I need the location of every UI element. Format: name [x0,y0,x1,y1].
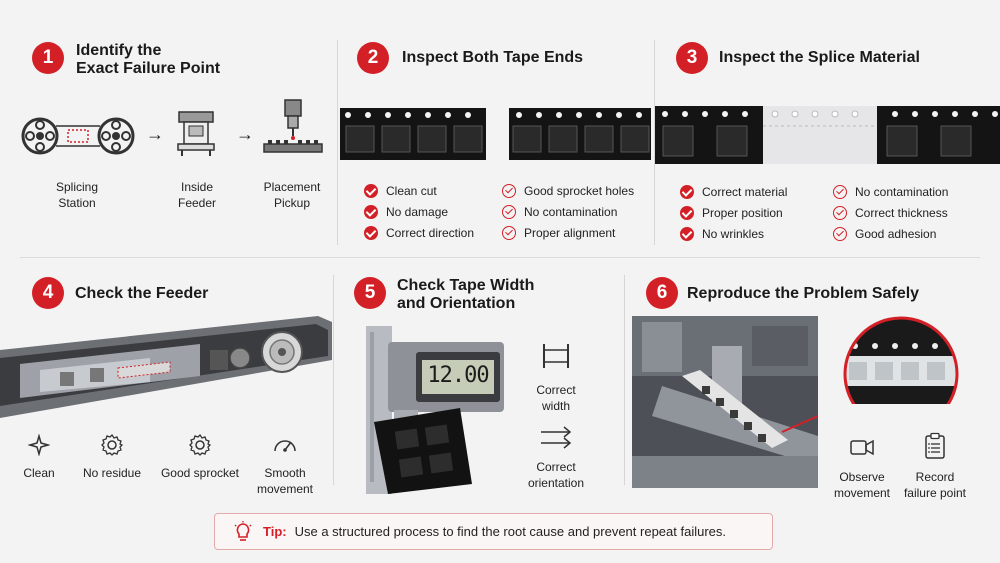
check-no-contamination-splice: No contamination [833,184,948,200]
lightbulb-icon [234,520,252,541]
placement-pickup-illustration [263,99,323,153]
divider-1-2 [337,40,338,245]
tape-end-right-image [509,108,651,160]
machine-test-image [632,316,818,488]
check-outline-icon [502,205,516,219]
check-filled-icon [364,226,378,240]
check-good-adhesion: Good adhesion [833,226,936,242]
check-outline-icon [502,184,516,198]
check-clean-cut: Clean cut [364,183,437,199]
check-correct-thickness: Correct thickness [833,205,948,221]
divider-5-6 [624,275,625,485]
check-no-wrinkles: No wrinkles [680,226,764,242]
gear-icon [101,433,124,456]
step-3-title: Inspect the Splice Material [719,49,920,66]
step-6-number: 6 [646,277,678,309]
label-no-residue: No residue [82,466,142,480]
check-correct-material: Correct material [680,184,787,200]
step-2-title: Inspect Both Tape Ends [402,49,584,66]
label-good-sprocket: Good sprocket [160,466,240,480]
check-filled-icon [680,227,694,241]
orientation-arrows-icon [541,426,572,449]
gauge-icon [274,440,296,452]
tape-end-left-image [340,108,486,160]
check-filled-icon [680,206,694,220]
caliper-reading: 12.00 [427,363,489,388]
check-filled-icon [364,184,378,198]
label-clean: Clean [23,466,55,480]
flow-arrow-2: → [236,124,254,144]
tip-banner: Tip: Use a structured process to find th… [214,513,773,550]
check-no-damage: No damage [364,204,448,220]
step-3-number: 3 [676,42,708,74]
check-proper-position: Proper position [680,205,783,221]
magnified-view-image [843,316,959,404]
check-outline-icon [833,227,847,241]
step-2-number: 2 [357,42,389,74]
check-filled-icon [680,185,694,199]
video-camera-icon [850,439,874,456]
step-5-number: 5 [354,277,386,309]
splice-material-image [655,106,1000,164]
clipboard-icon [925,432,945,459]
gear-icon [189,433,212,456]
step-1-title: Identify the Exact Failure Point [76,42,221,77]
sparkle-icon [28,434,50,456]
check-correct-direction: Correct direction [364,225,474,241]
check-outline-icon [502,226,516,240]
check-outline-icon [833,185,847,199]
row-divider [20,257,980,258]
step-1-number: 1 [32,42,64,74]
caliper-measurement-image [366,326,504,494]
inside-feeder-illustration [177,111,215,156]
flow-arrow-1: → [146,124,164,144]
check-proper-alignment: Proper alignment [502,225,615,241]
divider-4-5 [333,275,334,485]
step-4-number: 4 [32,277,64,309]
check-no-contamination: No contamination [502,204,617,220]
splicing-station-illustration [21,117,135,155]
step-5-title: Check Tape Width and Orientation [397,277,535,312]
tip-label: Tip: [263,524,287,539]
check-good-sprocket-holes: Good sprocket holes [502,183,634,199]
feeder-image [0,316,332,418]
tip-text: Use a structured process to find the roo… [294,524,726,539]
step-6-title: Reproduce the Problem Safely [687,285,920,302]
width-icon [543,344,569,368]
divider-2-3 [654,40,655,245]
check-filled-icon [364,205,378,219]
step-4-title: Check the Feeder [75,285,209,302]
check-outline-icon [833,206,847,220]
